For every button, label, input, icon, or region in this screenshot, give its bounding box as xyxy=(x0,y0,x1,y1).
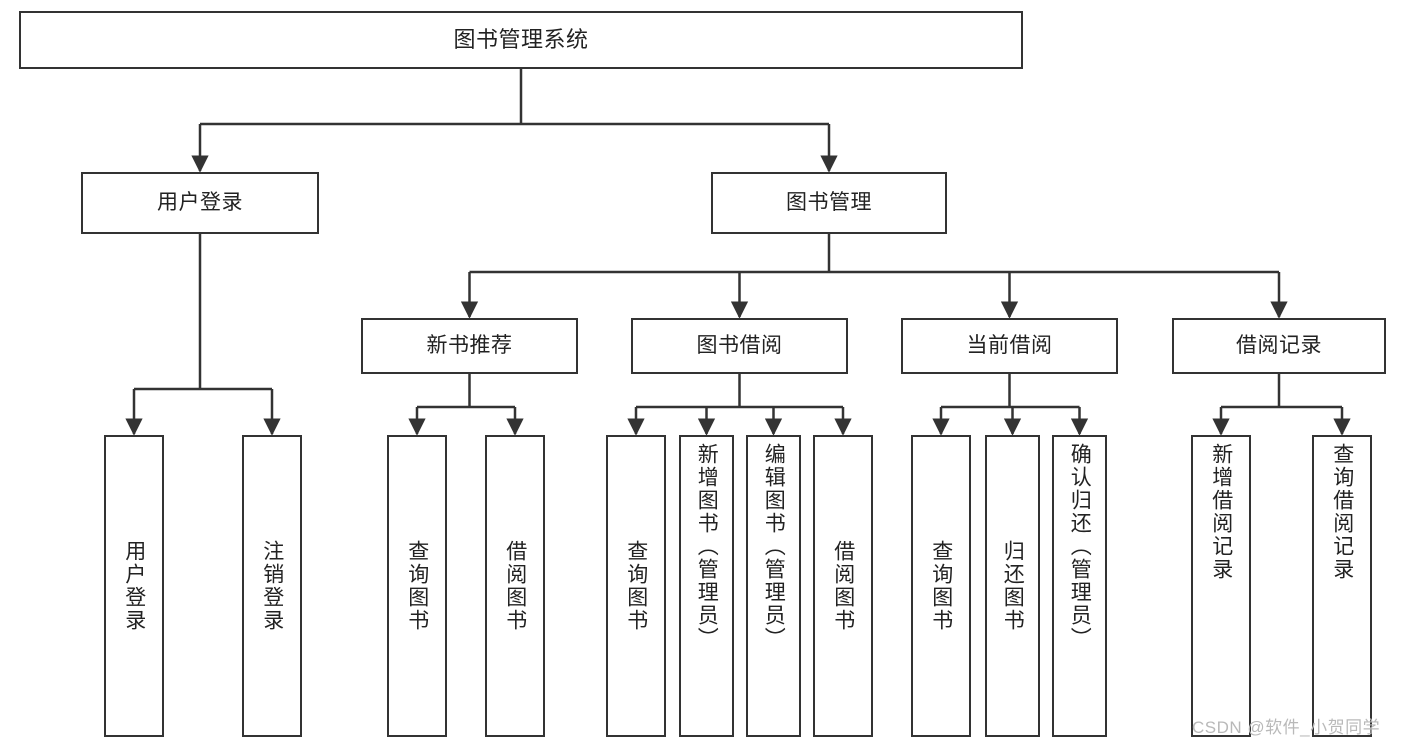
node-label: 借阅图书 xyxy=(831,540,855,632)
node-leaf-13: 查询借阅记录 xyxy=(1312,435,1372,737)
node-borrow: 图书借阅 xyxy=(631,318,848,374)
node-label: 新增借阅记录 xyxy=(1209,443,1233,581)
node-leaf-5: 查询图书 xyxy=(606,435,666,737)
node-label: 借阅记录 xyxy=(1236,334,1322,358)
node-label: 编辑图书（管理员） xyxy=(762,443,786,650)
node-newbook: 新书推荐 xyxy=(361,318,578,374)
node-leaf-11: 确认归还（管理员） xyxy=(1052,435,1107,737)
node-leaf-8: 借阅图书 xyxy=(813,435,873,737)
node-leaf-12: 新增借阅记录 xyxy=(1191,435,1251,737)
node-label: 当前借阅 xyxy=(966,334,1053,358)
node-label: 注销登录 xyxy=(260,540,284,632)
node-leaf-6: 新增图书（管理员） xyxy=(679,435,734,737)
node-label: 归还图书 xyxy=(1001,540,1025,632)
node-label: 图书管理系统 xyxy=(453,26,589,52)
node-root: 图书管理系统 xyxy=(19,11,1023,69)
node-label: 查询图书 xyxy=(929,540,953,632)
node-label: 新增图书（管理员） xyxy=(695,443,719,650)
node-label: 用户登录 xyxy=(157,191,243,215)
node-label: 查询图书 xyxy=(405,540,429,632)
node-label: 借阅图书 xyxy=(503,540,527,632)
node-current: 当前借阅 xyxy=(901,318,1118,374)
node-label: 查询借阅记录 xyxy=(1330,443,1354,581)
node-label: 新书推荐 xyxy=(426,334,513,358)
node-bookmgmt: 图书管理 xyxy=(711,172,947,234)
node-login: 用户登录 xyxy=(81,172,319,234)
node-records: 借阅记录 xyxy=(1172,318,1386,374)
node-leaf-2: 注销登录 xyxy=(242,435,302,737)
node-label: 确认归还（管理员） xyxy=(1068,443,1092,650)
node-label: 图书管理 xyxy=(786,191,872,215)
node-leaf-10: 归还图书 xyxy=(985,435,1040,737)
node-leaf-7: 编辑图书（管理员） xyxy=(746,435,801,737)
node-label: 查询图书 xyxy=(624,540,648,632)
node-leaf-1: 用户登录 xyxy=(104,435,164,737)
node-leaf-3: 查询图书 xyxy=(387,435,447,737)
node-label: 图书借阅 xyxy=(696,334,783,358)
node-label: 用户登录 xyxy=(122,540,146,632)
node-leaf-9: 查询图书 xyxy=(911,435,971,737)
node-leaf-4: 借阅图书 xyxy=(485,435,545,737)
